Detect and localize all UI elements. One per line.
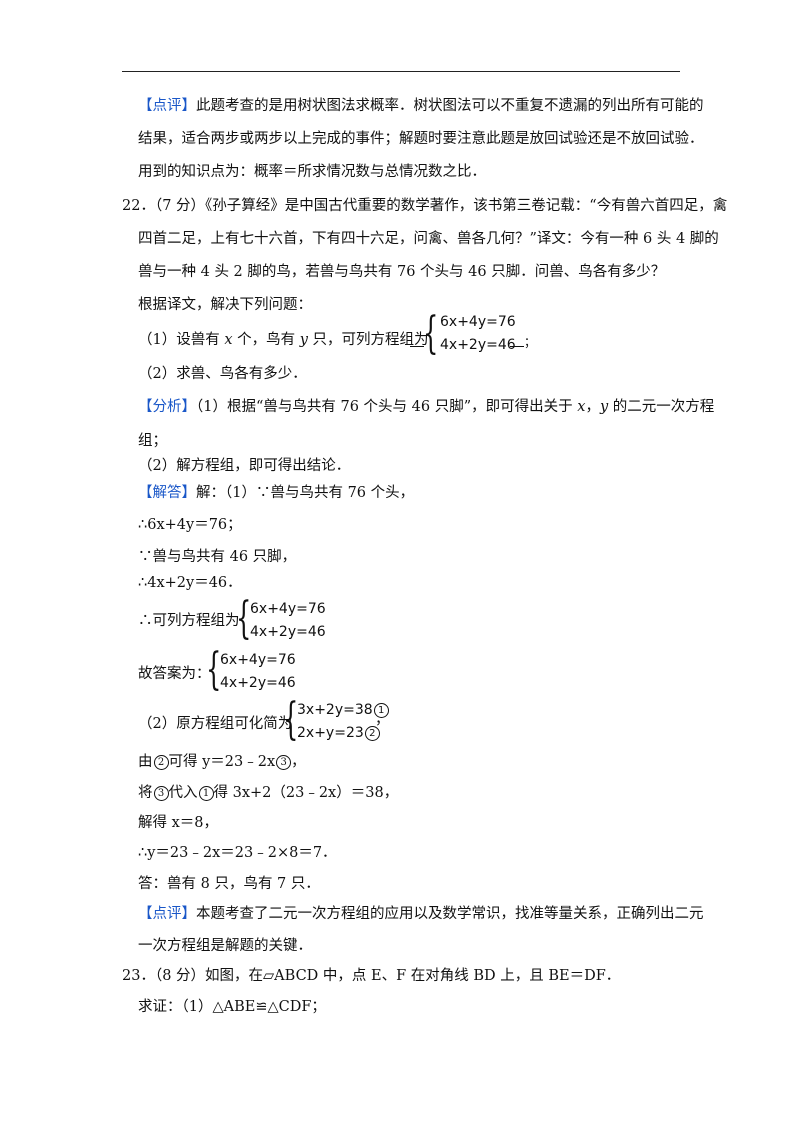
analysis-text-c: 的二元一次方程 [608,399,715,415]
brace: { [283,694,299,745]
header-rule [122,71,680,72]
analysis-tag: 【分析】 [138,399,196,415]
circled-number-1: 1 [373,703,389,718]
answer-system-2: { 6x+4y=76 4x+2y=46 [206,648,306,696]
answer-line-10: 解得 x＝8， [138,815,219,831]
circled-number-2: 2 [153,755,169,770]
answer-system-1: { 6x+4y=76 4x+2y=46 [236,597,336,645]
review-text: 此题考查的是用树状图法求概率．树状图法可以不重复不遗漏的列出所有可能的 [196,98,704,114]
equation-2: 4x+2y=46 [250,624,326,640]
answer-tag: 【解答】 [138,485,196,501]
brace: { [236,593,252,644]
var-y: y [299,332,308,348]
answer-line-6: 故答案为： [138,666,211,682]
q23-line-1: 23．（8 分）如图，在▱ABCD 中，点 E、F 在对角线 BD 上，且 BE… [122,968,621,984]
q22-part1-c: 只，可列方程组为 [307,332,429,348]
q22-line-1: 22．（7 分）《孙子算经》是中国古代重要的数学著作，该书第三卷记载：“今有兽六… [122,198,728,214]
review-1-line-2: 结果，适合两步或两步以上完成的事件；解题时要注意此题是放回试验还是不放回试验． [138,131,704,147]
review-tag: 【点评】 [138,906,196,922]
answer-line-1: 【解答】解：（1）∵兽与鸟共有 76 个头， [138,483,414,503]
q22-equation-system: { 6x+4y=76 4x+2y=46 ； [410,312,540,360]
answer-line-12: 答：兽有 8 只，鸟有 7 只． [138,876,320,892]
review-1-line-3: 用到的知识点为：概率＝所求情况数与总情况数之比． [138,164,486,180]
answer-line-11: ∴y＝23﹣2x＝23﹣2×8＝7． [138,845,337,861]
q22-line-4: 根据译文，解决下列问题： [138,297,312,313]
answer-line-7: （2）原方程组可化简为 [138,716,293,732]
circled-number-1: 1 [198,786,214,801]
analysis-comma: ， [585,399,600,415]
var-x: x [224,332,233,348]
q22-line-5: （1）设兽有 x 个，鸟有 y 只，可列方程组为 [138,330,429,350]
review-1-line-1: 【点评】此题考查的是用树状图法求概率．树状图法可以不重复不遗漏的列出所有可能的 [138,96,704,116]
answer-line-5: ∴可列方程组为 [138,613,240,629]
q22-part1-b: 个，鸟有 [232,332,300,348]
review-2-line-2: 一次方程组是解题的关键． [138,938,312,954]
blank-line-right [510,346,524,347]
var-x: x [577,399,586,415]
circled-number-3: 3 [276,755,292,770]
equation-2: 4x+2y=46 [220,675,296,691]
review-text: 本题考查了二元一次方程组的应用以及数学常识，找准等量关系，正确列出二元 [196,906,704,922]
answer-line-4: ∴4x+2y＝46． [138,575,242,591]
blank-line-left [410,346,424,347]
q22-part1-a: （1）设兽有 [138,332,225,348]
analysis-line-1: 【分析】（1）根据“兽与鸟共有 76 个头与 46 只脚”，即可得出关于 x，y… [138,397,714,417]
circled-number-3: 3 [153,786,169,801]
analysis-text-a: （1）根据“兽与鸟共有 76 个头与 46 只脚”，即可得出关于 [196,399,578,415]
q22-line-2: 四首二足，上有七十六首，下有四十六足，问禽、兽各几何？”译文：今有一种 6 头 … [138,231,719,247]
answer-line-3: ∵兽与鸟共有 46 只脚， [138,549,297,565]
brace: { [206,644,222,695]
analysis-line-3: （2）解方程组，即可得出结论． [138,458,351,474]
equation-1: 6x+4y=76 [220,652,296,668]
comma: ， [375,712,390,728]
semicolon: ； [524,335,537,349]
equation-1: 6x+4y=76 [440,314,516,330]
q22-line-3: 兽与一种 4 头 2 脚的鸟，若兽与鸟共有 76 个头与 46 只脚．问兽、鸟各… [138,264,666,280]
analysis-line-2: 组； [138,433,167,449]
review-tag: 【点评】 [138,98,196,114]
brace: { [423,308,439,359]
var-y: y [599,399,609,415]
answer-line-2: ∴6x+4y＝76； [138,517,242,533]
equation-1: 6x+4y=76 [250,601,326,617]
review-2-line-1: 【点评】本题考查了二元一次方程组的应用以及数学常识，找准等量关系，正确列出二元 [138,904,704,924]
q23-line-2: 求证：（1）△ABE≌△CDF； [138,999,326,1015]
circled-number-2: 2 [364,726,380,741]
answer-text: 解：（1）∵兽与鸟共有 76 个头， [196,485,415,501]
equation-2: 4x+2y=46 [440,337,516,353]
q22-line-6: （2）求兽、鸟各有多少． [138,366,307,382]
